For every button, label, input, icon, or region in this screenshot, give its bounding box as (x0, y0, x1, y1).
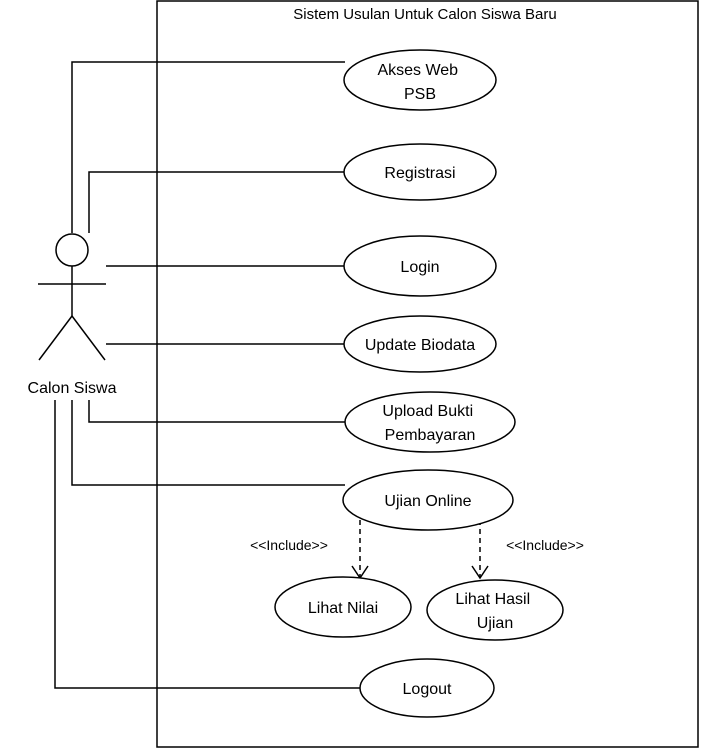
use-case-logout-label: Logout (403, 681, 452, 698)
include-label-right: <<Include>> (506, 537, 584, 553)
use-case-ujian-online-label: Ujian Online (384, 493, 471, 510)
use-case-login-label: Login (400, 259, 439, 276)
use-case-login[interactable]: Login (343, 235, 497, 297)
use-case-registrasi[interactable]: Registrasi (343, 143, 497, 201)
system-boundary (156, 0, 699, 748)
use-case-lihat-hasil-line2: Ujian (477, 615, 513, 632)
use-case-lihat-hasil-line1: Lihat Hasil (455, 591, 530, 608)
assoc-upload-bukti (88, 400, 345, 423)
include-label-left: <<Include>> (250, 537, 328, 553)
svg-text:Upload Bukti Pembayaran: Upload Bukti Pembayaran (382, 403, 477, 444)
svg-text:Akses Web PSB: Akses Web PSB (377, 62, 462, 103)
use-case-lihat-nilai-label: Lihat Nilai (308, 600, 378, 617)
actor-right-leg (71, 315, 106, 361)
use-case-ujian-online[interactable]: Ujian Online (342, 469, 514, 531)
include-relations (351, 520, 489, 580)
assoc-akses-web (71, 61, 345, 233)
use-case-upload-bukti-line2: Pembayaran (385, 427, 476, 444)
assoc-logout (54, 400, 360, 689)
actor-label: Calon Siswa (28, 380, 117, 397)
actor-left-leg (38, 315, 73, 361)
use-case-akses-web-line2: PSB (404, 86, 436, 103)
use-case-registrasi-label: Registrasi (384, 165, 455, 182)
svg-text:Lihat Hasil Ujian: Lihat Hasil Ujian (455, 591, 534, 632)
include-arrow-lihat-hasil (471, 565, 489, 580)
use-case-upload-bukti[interactable]: Upload Bukti Pembayaran (344, 391, 516, 453)
system-title: Sistem Usulan Untuk Calon Siswa Baru (293, 6, 556, 23)
actor-calon-siswa (38, 233, 106, 361)
associations (54, 61, 360, 689)
assoc-ujian-online (71, 400, 345, 486)
use-case-akses-web-line1: Akses Web (377, 62, 458, 79)
use-case-logout[interactable]: Logout (359, 658, 495, 718)
use-case-lihat-nilai[interactable]: Lihat Nilai (274, 576, 412, 638)
assoc-registrasi (88, 171, 345, 233)
use-case-lihat-hasil-ujian[interactable]: Lihat Hasil Ujian (426, 579, 564, 641)
actor-head (55, 233, 89, 267)
use-case-akses-web[interactable]: Akses Web PSB (343, 49, 497, 111)
use-case-update-biodata-label: Update Biodata (365, 337, 475, 354)
use-case-upload-bukti-line1: Upload Bukti (382, 403, 473, 420)
use-case-update-biodata[interactable]: Update Biodata (343, 315, 497, 373)
